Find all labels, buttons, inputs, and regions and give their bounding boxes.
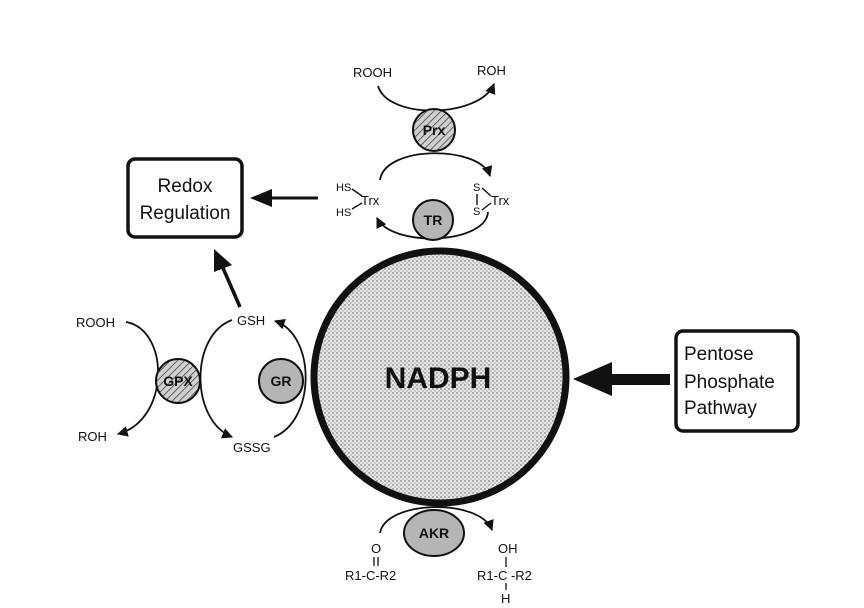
gpx-enzyme <box>155 358 201 404</box>
akr-enzyme <box>403 509 465 557</box>
top-roh-label: ROH <box>477 63 506 78</box>
hs-top-label: HS <box>336 182 351 194</box>
trx-to-redox-arrow <box>250 189 318 207</box>
prx-reaction-arc <box>377 83 496 112</box>
left-rooh-label: ROOH <box>76 315 115 330</box>
pentose-box-line2: Phosphate <box>684 372 775 393</box>
alcohol-chain: R1-C -R2 <box>477 568 532 583</box>
prx-label: Prx <box>423 122 446 138</box>
akr-label: AKR <box>419 525 449 541</box>
alcohol-h: H <box>501 591 510 606</box>
trx-reduced-label: Trx <box>361 193 380 208</box>
alcohol-oh: OH <box>498 541 518 556</box>
s-bottom-label: S <box>473 206 480 218</box>
redox-box-line1: Redox <box>158 176 213 197</box>
hs-bottom-label: HS <box>336 207 351 219</box>
trx-oxidized-label: Trx <box>491 193 510 208</box>
gssg-to-gsh-arc <box>273 319 307 438</box>
pentose-box-line3: Pathway <box>684 398 757 419</box>
left-roh-label: ROH <box>78 429 107 444</box>
redox-box-line2: Regulation <box>140 203 231 224</box>
gr-label: GR <box>271 373 292 389</box>
gsh-to-redox-arrow <box>214 249 242 308</box>
tr-label: TR <box>424 212 443 228</box>
gsh-label: GSH <box>237 313 265 328</box>
pentose-box-line1: Pentose <box>684 344 754 365</box>
prx-enzyme <box>412 108 456 152</box>
pentose-to-nadph-arrow <box>573 362 670 396</box>
gr-enzyme <box>258 358 304 404</box>
tr-enzyme <box>412 199 454 241</box>
nadph-label: NADPH <box>385 362 492 395</box>
gssg-label: GSSG <box>233 440 271 455</box>
akr-reaction-arc <box>379 506 494 534</box>
gpx-reaction-arc <box>116 321 159 437</box>
top-rooh-label: ROOH <box>353 65 392 80</box>
nadph-circle <box>310 247 570 507</box>
pentose-phosphate-box: Pentose Phosphate Pathway <box>674 329 800 433</box>
trx-oxidation-arc <box>379 152 493 181</box>
ketone-chain: R1-C-R2 <box>345 568 396 583</box>
gsh-to-gssg-arc <box>199 319 234 439</box>
ketone-oxygen: O <box>371 541 381 556</box>
s-top-label: S <box>473 182 480 194</box>
redox-regulation-box: Redox Regulation <box>126 157 244 239</box>
gpx-label: GPX <box>163 373 193 389</box>
